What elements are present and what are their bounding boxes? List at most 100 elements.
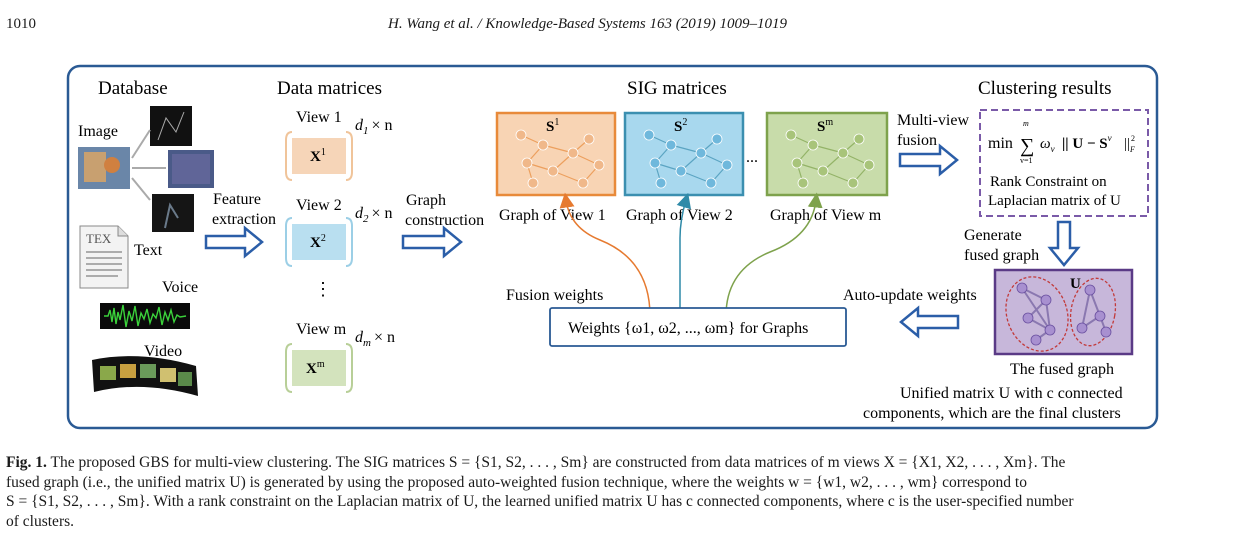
auto-update-label: Auto-update weights [843,287,977,304]
view-m-block: View m dm× n Xm [285,321,395,393]
svg-text:v=1: v=1 [1020,156,1033,165]
sig-graph-box [765,111,889,197]
fused-symbol: U [1070,276,1081,292]
graph-construction-arrow [401,225,463,259]
image-label: Image [78,123,118,140]
graph-node [643,129,655,141]
heading-database: Database [98,78,168,99]
feature-extraction-label-1: Feature [213,191,261,208]
graph-node [705,177,717,189]
generate-fused-arrow [1047,220,1081,267]
graph-node [817,165,829,177]
graph-node [577,177,589,189]
page-number: 1010 [6,16,36,32]
caption-label: Fig. 1. [6,454,47,471]
svg-text:min: min [988,135,1013,152]
svg-text:|| U − Sv: || U − Sv [1062,133,1112,152]
sig-symbol: S2 [674,117,687,135]
rank-constraint-line-1: Rank Constraint on [990,174,1107,190]
graph-node [527,177,539,189]
unified-line-1: Unified matrix U with c connected [900,385,1123,402]
view-2-dims: d2× n [355,205,393,225]
heading-clustering-results: Clustering results [978,78,1112,99]
weights-box-text: Weights {ω1, ω2, ..., ωm} for Graphs [568,320,808,337]
multiview-fusion-arrow [898,143,959,177]
running-head: H. Wang et al. / Knowledge-Based Systems… [388,16,787,32]
sig-symbol: Sm [817,117,833,135]
multiview-fusion-label-1: Multi-view [897,112,969,129]
view-2-matrix: X2 [310,233,326,251]
view-m-label: View m [296,321,347,338]
graph-node [807,139,819,151]
sig-graph-caption: Graph of View 1 [499,207,606,224]
image-thumbnails [78,106,214,232]
view-1-label: View 1 [296,109,342,126]
graph-construction-label-2: construction [405,212,484,229]
unified-line-2: components, which are the final clusters [863,405,1121,422]
sig-graph-box [495,111,617,197]
auto-update-arrow [899,305,960,339]
graph-node [649,157,661,169]
multiview-fusion-label-2: fusion [897,132,937,149]
tex-logo: TEX [86,231,112,246]
view-2-label: View 2 [296,197,342,214]
tex-document-icon: TEX [79,225,129,289]
graph-node [711,133,723,145]
graph-node [791,157,803,169]
view-2-block: View 2 d2× n X2 [285,197,393,267]
heading-sig-matrices: SIG matrices [627,78,727,99]
view-1-block: View 1 d1× n X1 [285,109,393,181]
sig-graph-box [623,111,745,197]
svg-text:∑: ∑ [1020,135,1034,157]
graph-node [837,147,849,159]
graph-node [797,177,809,189]
weight-arrow-1 [559,192,651,317]
generate-fused-label-1: Generate [964,227,1022,244]
graph-node [593,159,605,171]
figure-frame [66,64,1159,430]
caption-line-3: S = {S1, S2, . . . , Sm}. With a rank co… [6,493,1074,510]
sig-symbol: S1 [546,117,559,135]
rank-constraint-line-2: Laplacian matrix of U [988,193,1121,209]
vertical-dots: ⋮ [314,279,332,299]
sig-graph-caption: Graph of View m [770,207,882,224]
graph-node [721,159,733,171]
graph-node [547,165,559,177]
generate-fused-label-2: fused graph [964,247,1039,264]
graph-node [515,129,527,141]
caption-line-2: fused graph (i.e., the unified matrix U)… [6,473,1027,491]
graph-node [583,133,595,145]
figure-diagram: Database Data matrices SIG matrices Clus… [66,64,1159,430]
weight-arrow-2 [676,192,692,316]
weights-box [549,307,847,347]
feature-extraction-arrow [204,225,264,259]
voice-label: Voice [162,279,198,296]
fusion-weights-label: Fusion weights [506,287,603,304]
view-1-matrix: X1 [310,147,326,165]
view-m-dims: dm× n [355,329,395,349]
graph-node [567,147,579,159]
waveform-icon [100,303,190,329]
text-label: Text [134,242,163,259]
graph-node [655,177,667,189]
sig-graph-caption: Graph of View 2 [626,207,733,224]
view-m-matrix: Xm [306,359,325,377]
fused-graph-box [993,268,1134,356]
graph-node [695,147,707,159]
graph-node [537,139,549,151]
video-label: Video [144,343,182,360]
graph-node [521,157,533,169]
graph-node [847,177,859,189]
graph-node [853,133,865,145]
graph-construction-label-1: Graph [406,192,446,209]
horizontal-dots: ... [746,149,758,166]
graph-node [785,129,797,141]
fused-graph-caption: The fused graph [1010,361,1114,378]
graph-node [863,159,875,171]
filmstrip-icon [92,356,198,396]
graph-node [675,165,687,177]
